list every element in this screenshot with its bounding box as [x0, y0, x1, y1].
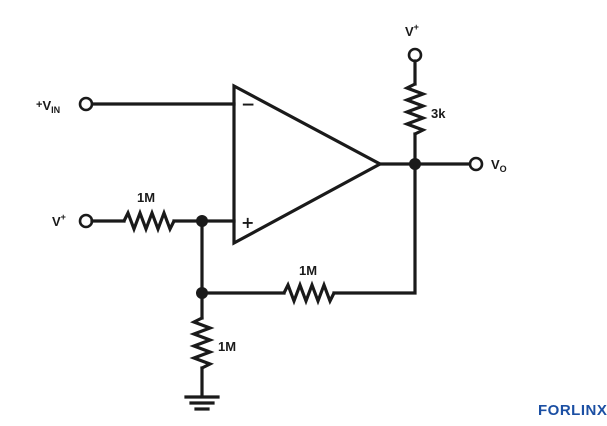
- resistor-input-1m: [122, 208, 176, 234]
- opamp-noninverting-sign: +: [241, 213, 254, 232]
- vplus-top-terminal: [407, 47, 423, 63]
- resistor-feedback-label: 1M: [299, 263, 317, 278]
- ground-icon: [184, 395, 220, 411]
- resistor-feedback-1m: [282, 280, 336, 306]
- resistor-input-label: 1M: [137, 190, 155, 205]
- vplus-left-label: V+: [52, 212, 66, 229]
- opamp-triangle: [232, 83, 384, 246]
- vin-label: +VIN: [36, 98, 60, 115]
- feedback-wire-b: [332, 162, 417, 295]
- opamp-inverting-sign: −: [241, 95, 255, 115]
- resistor-pullup-3k: [402, 82, 428, 136]
- vo-label: VO: [491, 157, 507, 174]
- forlinx-watermark: FORLINX: [538, 402, 607, 419]
- vin-terminal: [78, 96, 94, 112]
- resistor-ground-label: 1M: [218, 339, 236, 354]
- vplus-top-label: V+: [405, 22, 419, 39]
- vo-terminal: [468, 156, 484, 172]
- resistor-ground-1m: [189, 316, 215, 370]
- vplus-left-terminal: [78, 213, 94, 229]
- resistor-pullup-label: 3k: [431, 106, 446, 121]
